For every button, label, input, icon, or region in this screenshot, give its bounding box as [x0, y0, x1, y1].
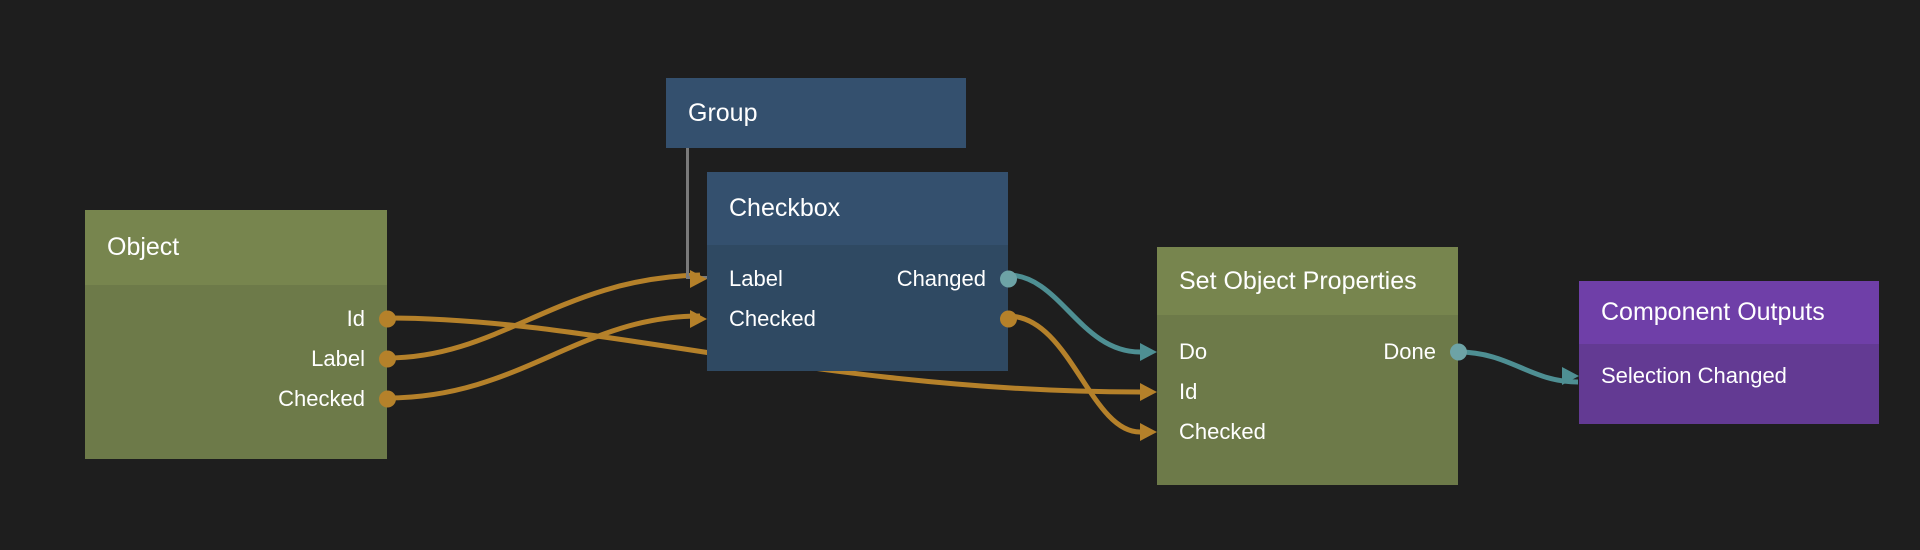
node-set-object-properties-header[interactable]: Set Object Properties [1157, 247, 1458, 315]
input-port-do-arrow[interactable] [1140, 343, 1157, 361]
node-object-body: Id Label Checked [85, 285, 396, 459]
port-row-sop-checked[interactable]: Checked [1140, 412, 1458, 452]
node-set-object-properties[interactable]: Set Object Properties Do Done Id Checked [1140, 247, 1467, 485]
node-set-object-properties-body: Do Done Id Checked [1140, 315, 1467, 485]
input-port-checked-arrow[interactable] [690, 310, 707, 328]
port-row-sop-do-done[interactable]: Do Done [1140, 332, 1467, 372]
output-port-checked[interactable] [378, 390, 396, 408]
input-label-sop-checked: Checked [1179, 419, 1266, 444]
output-port-id[interactable] [378, 310, 396, 328]
node-group-header[interactable]: Group [666, 78, 966, 148]
port-row-object-id[interactable]: Id [85, 299, 396, 339]
node-component-outputs-body: Selection Changed [1562, 344, 1879, 424]
wire-checkbox-changed-to-setobjectproperties-do [1007, 272, 1141, 355]
input-label-checked: Checked [729, 306, 816, 331]
input-label-label: Label [729, 266, 783, 291]
wire-checkbox-output-to-setobjectproperties-checked [1007, 313, 1141, 435]
output-port-done[interactable] [1449, 343, 1467, 361]
wire-object-checked-to-checkbox-checked [386, 313, 701, 401]
port-row-object-label[interactable]: Label [85, 339, 396, 379]
output-label-changed: Changed [896, 266, 986, 291]
port-row-checkbox-label-changed[interactable]: Label Changed [690, 259, 1017, 299]
node-checkbox-title: Checkbox [729, 194, 841, 222]
output-port-label[interactable] [378, 350, 396, 368]
port-label-checked: Checked [278, 386, 365, 411]
node-component-outputs[interactable]: Component Outputs Selection Changed [1562, 281, 1879, 424]
input-label-do: Do [1179, 339, 1208, 364]
node-group-title: Group [688, 98, 758, 127]
input-port-sop-checked-arrow[interactable] [1140, 423, 1157, 441]
node-checkbox-header[interactable]: Checkbox [707, 172, 1008, 245]
input-label-id: Id [1179, 379, 1198, 404]
node-checkbox-body: Label Changed Checked [690, 245, 1017, 371]
port-row-object-checked[interactable]: Checked [85, 379, 396, 419]
node-object-header[interactable]: Object [85, 210, 387, 285]
wire-setobjectproperties-done-to-component-outputs [1457, 349, 1579, 385]
node-object[interactable]: Object Id Label Checked [85, 210, 396, 459]
node-object-title: Object [107, 233, 180, 261]
wire-object-label-to-checkbox-label [386, 272, 701, 361]
input-port-label-arrow[interactable] [690, 270, 707, 288]
port-label-id: Id [346, 306, 365, 331]
output-label-done: Done [1383, 339, 1436, 364]
port-row-sop-id[interactable]: Id [1140, 372, 1458, 412]
node-component-outputs-header[interactable]: Component Outputs [1579, 281, 1879, 344]
node-checkbox[interactable]: Checkbox Label Changed Checked [690, 172, 1017, 371]
input-port-id-arrow[interactable] [1140, 383, 1157, 401]
port-row-selection-changed[interactable]: Selection Changed [1562, 356, 1879, 396]
output-port-checkbox-secondary[interactable] [999, 310, 1017, 328]
node-group[interactable]: Group [666, 78, 966, 148]
node-set-object-properties-title: Set Object Properties [1179, 266, 1417, 295]
input-label-selection-changed: Selection Changed [1601, 363, 1787, 388]
output-port-changed[interactable] [999, 270, 1017, 288]
node-component-outputs-title: Component Outputs [1601, 298, 1825, 326]
port-row-checkbox-checked[interactable]: Checked [690, 299, 1017, 339]
input-port-selection-changed-arrow[interactable] [1562, 367, 1579, 385]
port-label-label: Label [311, 346, 365, 371]
